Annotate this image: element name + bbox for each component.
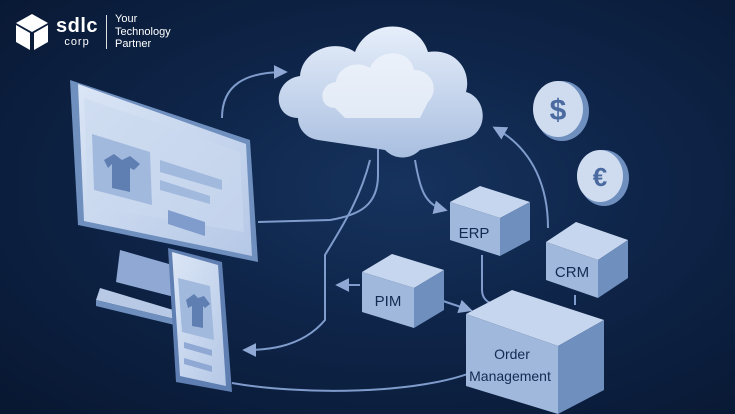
crm-box: CRM (546, 222, 628, 298)
tagline-line-3: Partner (115, 38, 152, 51)
connector-pim-order (439, 299, 473, 314)
brand-logo[interactable]: sdlc corp Your Technology Partner (14, 10, 171, 54)
connector-erp-order (481, 255, 501, 306)
smartphone-icon (168, 248, 232, 392)
pim-label: PIM (375, 293, 402, 310)
brand-tagline: Your Technology Partner (115, 13, 171, 51)
connector-desktop-cloud (221, 65, 288, 119)
brand-wordmark: sdlc corp (56, 16, 98, 48)
crm-label: CRM (555, 264, 589, 281)
desktop-monitor-icon (70, 80, 258, 334)
order-label-line-1: Order (494, 346, 530, 362)
tagline-line-1: Your (115, 13, 138, 26)
erp-label: ERP (459, 225, 490, 242)
euro-symbol: € (593, 162, 607, 192)
brand-sub: corp (64, 36, 90, 48)
tagline-line-2: Technology (115, 25, 171, 38)
euro-coin-icon: € (577, 150, 629, 206)
dollar-symbol: $ (550, 94, 567, 127)
brand-name: sdlc (56, 15, 99, 37)
cloud-icon (278, 26, 483, 158)
connector-cloud-erp (414, 159, 448, 215)
brand-divider (106, 15, 108, 49)
cube-logo-icon (16, 14, 48, 50)
connector-crm-cloud (492, 126, 549, 229)
connector-order-phone (231, 369, 479, 392)
dollar-coin-icon: $ (533, 81, 589, 141)
t-shirt-icon (104, 154, 140, 192)
pim-box: PIM (362, 254, 444, 328)
order-management-box: Order Management (466, 290, 604, 414)
order-label-line-2: Management (469, 368, 551, 384)
erp-box: ERP (450, 186, 530, 256)
connector-cloud-desktop (257, 145, 379, 223)
t-shirt-icon (186, 294, 210, 328)
connector-cloud-pim (242, 159, 371, 357)
